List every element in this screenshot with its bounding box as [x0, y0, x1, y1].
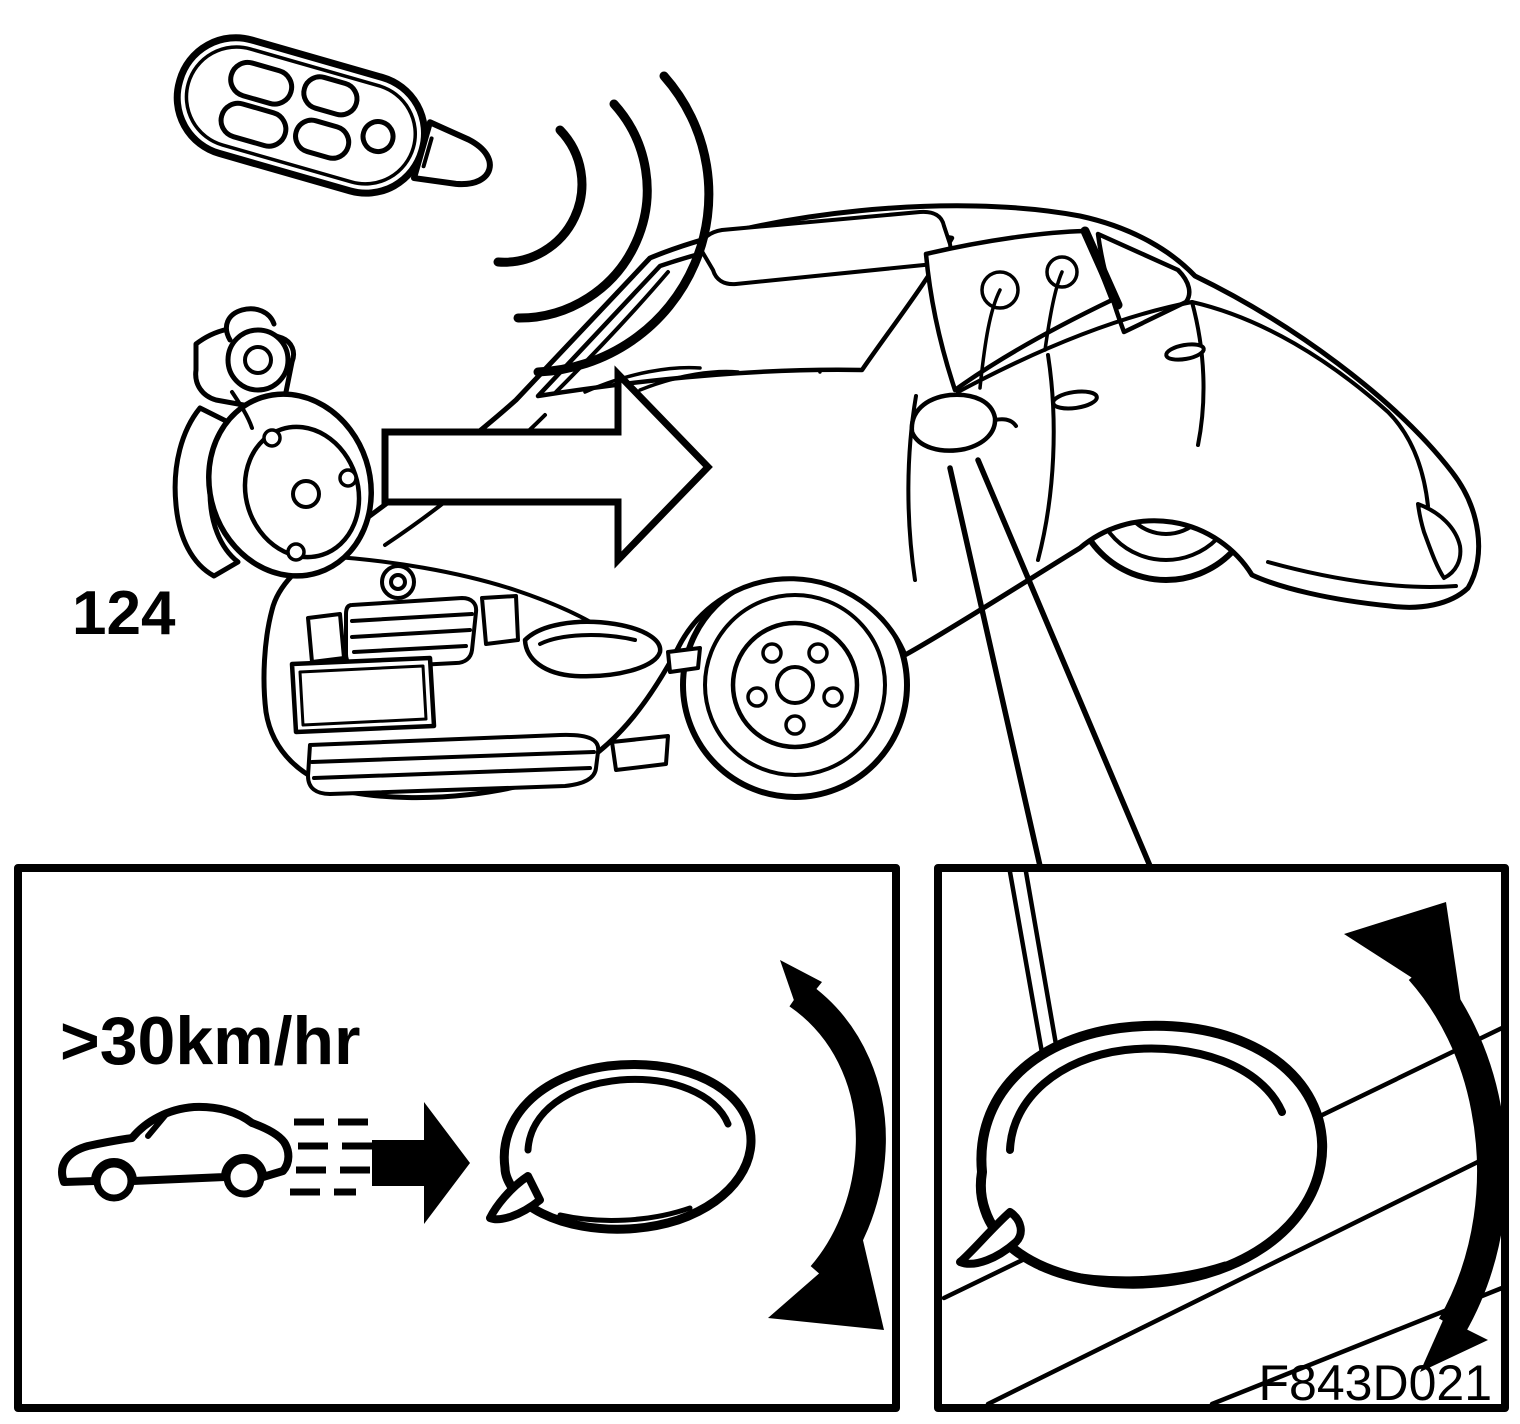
hollow-right-arrow-icon	[381, 365, 713, 569]
front-wheel	[680, 570, 910, 800]
front-door-window	[923, 228, 1115, 393]
door-handles	[1051, 342, 1206, 411]
speed-motion-lines-icon	[290, 1118, 374, 1196]
lower-intake	[306, 732, 601, 796]
a-pillar-line	[554, 270, 670, 394]
callout-wedge-lines	[947, 457, 1153, 869]
remote-key-fob-icon	[173, 34, 493, 197]
folding-door-mirror-icon	[486, 1059, 756, 1234]
tail-light	[1416, 502, 1463, 580]
car-door-mirror	[909, 392, 998, 453]
car-three-quarter-view-icon	[261, 203, 1482, 801]
turn-indicator	[666, 646, 702, 674]
mirror-detail-panel: F843D021	[934, 864, 1509, 1412]
fog-light	[610, 734, 670, 772]
front-fascia	[289, 564, 702, 796]
sunroof	[698, 209, 953, 287]
signal-waves-icon	[493, 71, 714, 377]
figure-code-label: F843D021	[1259, 1355, 1493, 1411]
speed-threshold-label: >30km/hr	[60, 1003, 361, 1079]
actuator-part-number-label: 124	[72, 579, 176, 648]
grille-right	[480, 594, 520, 646]
b-pillar	[1080, 226, 1123, 310]
fold-rotation-arrow-large-icon	[1344, 902, 1507, 1372]
solid-right-arrow-icon	[372, 1102, 470, 1224]
fold-rotation-arrow-icon	[768, 960, 886, 1330]
car-door-mirror-arm	[993, 417, 1018, 428]
grille-left	[306, 612, 346, 664]
folded-door-mirror-detail-icon	[956, 1020, 1328, 1289]
moving-car-side-icon	[58, 1102, 293, 1202]
seat-headrests	[978, 255, 1079, 390]
windshield-wipers	[583, 365, 740, 394]
speed-condition-panel: >30km/hr	[14, 864, 900, 1412]
headlight	[522, 619, 663, 679]
mirror-actuator-icon	[172, 306, 374, 579]
key-fob-buttons	[218, 59, 396, 161]
